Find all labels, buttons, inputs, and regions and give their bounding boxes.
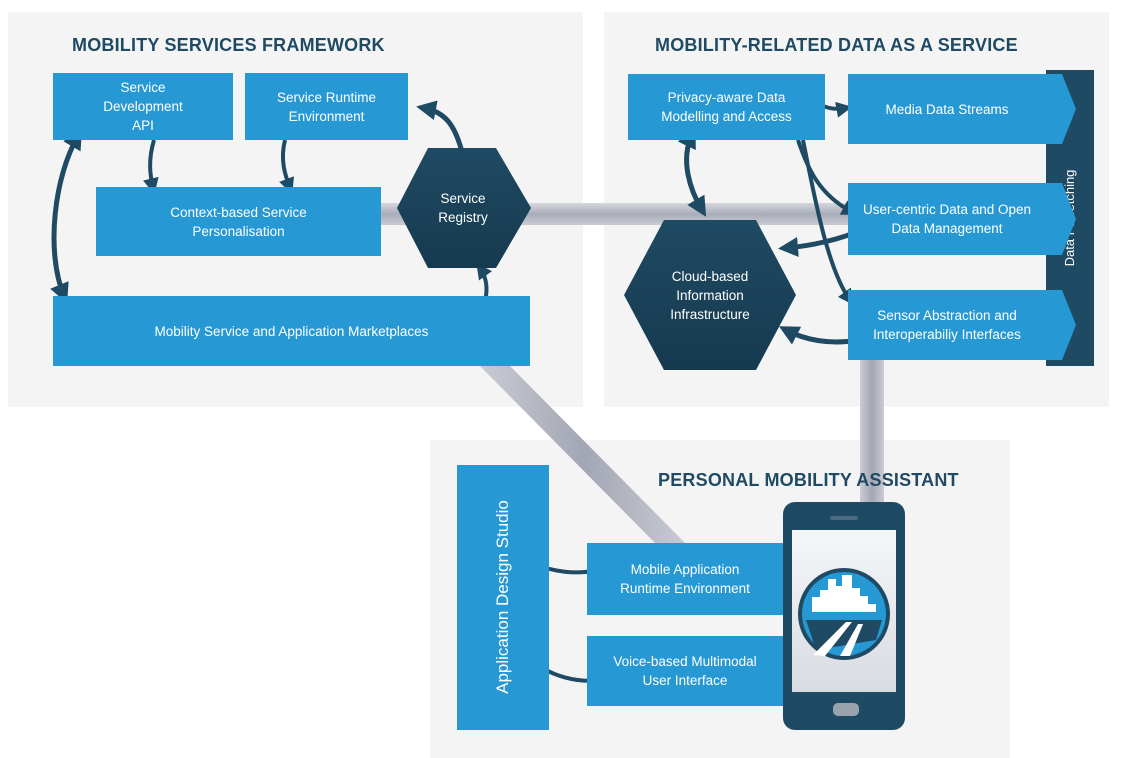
application-design-studio-label: Application Design Studio (493, 500, 512, 694)
arrow-privacy-userdata (796, 139, 858, 216)
arrow-devapi-marketplace (50, 129, 83, 304)
sensor-abstraction-box: Sensor Abstraction and Interoperabiliy I… (848, 290, 1046, 360)
service-runtime-environment-box: Service Runtime Environment (245, 73, 408, 140)
cloud-infrastructure-label: Cloud-based Information Infrastructure (670, 268, 750, 322)
media-data-streams-box: Media Data Streams (848, 74, 1046, 144)
application-design-studio-box (457, 465, 549, 730)
cloud-infrastructure-hex (624, 220, 796, 370)
service-registry-hex (397, 148, 531, 268)
arrow-runtime-personalisation (279, 139, 295, 194)
privacy-data-modelling-box: Privacy-aware Data Modelling and Access (628, 74, 825, 140)
user-centric-data-box: User-centric Data and Open Data Manageme… (848, 183, 1046, 255)
city-road-logo-icon (798, 568, 890, 660)
arrow-devapi-personalisation (143, 139, 159, 195)
connector-marketplace-runtime (478, 364, 690, 548)
service-registry-label: Service Registry (438, 191, 488, 225)
connector-daas-phone (860, 360, 884, 505)
context-personalisation-box: Context-based Service Personalisation (96, 187, 381, 256)
daas-title: MOBILITY-RELATED DATA AS A SERVICE (655, 35, 1018, 55)
service-development-api-box: Service Development API (53, 73, 233, 140)
arrow-registry-runtime (416, 100, 465, 153)
arrow-privacy-cloud (677, 127, 707, 217)
arrow-privacy-sensor (801, 139, 854, 306)
pma-title: PERSONAL MOBILITY ASSISTANT (658, 470, 959, 490)
msf-title: MOBILITY SERVICES FRAMEWORK (72, 35, 385, 55)
marketplaces-box: Mobility Service and Application Marketp… (53, 296, 530, 366)
smartphone (783, 502, 905, 730)
mobile-runtime-box: Mobile Application Runtime Environment (587, 543, 783, 615)
voice-interface-box: Voice-based Multimodal User Interface (587, 636, 783, 706)
data-prefetching-label: Data Prefetching (1062, 169, 1077, 267)
